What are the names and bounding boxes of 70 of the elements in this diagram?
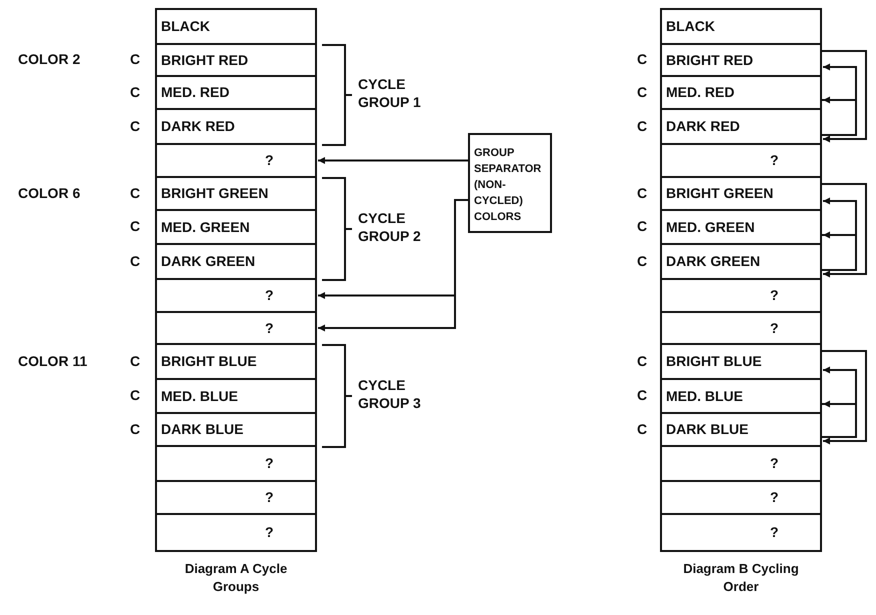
row-marker: C <box>637 252 648 268</box>
palette-row: MED. RED <box>155 75 317 110</box>
row-marker: C <box>130 184 140 200</box>
palette-row: ? <box>155 278 317 313</box>
palette-row: DARK RED <box>660 108 822 145</box>
row-marker: C <box>637 51 648 67</box>
row-marker: C <box>637 184 648 200</box>
palette-row: DARK GREEN <box>660 243 822 280</box>
palette-row: ? <box>660 278 822 313</box>
diagram-caption: Diagram A Cycle Groups <box>184 560 288 596</box>
palette-row: BRIGHT BLUE <box>155 343 317 380</box>
color-number-label: COLOR 6 <box>18 184 80 200</box>
color-number-label: COLOR 11 <box>18 352 88 368</box>
arrow <box>318 157 468 164</box>
palette-row: ? <box>660 143 822 178</box>
arrow <box>822 50 867 142</box>
arrow <box>822 232 857 271</box>
palette-row: ? <box>155 311 317 345</box>
palette-row: DARK GREEN <box>155 243 317 280</box>
arrow <box>822 64 857 101</box>
arrow <box>822 400 857 438</box>
row-marker: C <box>130 420 140 436</box>
palette-row: BLACK <box>155 8 317 45</box>
arrow <box>822 366 857 405</box>
palette-row: ? <box>155 143 317 178</box>
palette-row: ? <box>155 445 317 482</box>
palette-row: ? <box>660 513 822 552</box>
palette-row: ? <box>155 480 317 515</box>
color-number-label: COLOR 2 <box>18 51 80 67</box>
group-label: CYCLE GROUP 3 <box>358 376 422 412</box>
palette-row: BRIGHT RED <box>660 43 822 77</box>
row-marker: C <box>637 420 648 436</box>
diagram-caption: Diagram B Cycling Order <box>682 560 800 596</box>
palette-row: DARK BLUE <box>155 412 317 447</box>
row-marker: C <box>130 352 140 368</box>
arrow <box>822 183 867 278</box>
row-marker: C <box>637 387 648 403</box>
group-label: CYCLE GROUP 2 <box>358 209 422 245</box>
palette-row: BRIGHT RED <box>155 43 317 77</box>
row-marker: C <box>637 218 648 234</box>
palette-row: DARK BLUE <box>660 412 822 447</box>
palette-row: ? <box>660 480 822 515</box>
row-marker: C <box>130 51 140 67</box>
row-marker: C <box>130 84 140 100</box>
palette-row: ? <box>660 445 822 482</box>
arrow <box>822 350 867 444</box>
palette-row: MED. BLUE <box>155 378 317 414</box>
palette-row: BRIGHT GREEN <box>660 176 822 211</box>
palette-row: BRIGHT GREEN <box>155 176 317 211</box>
row-marker: C <box>130 218 140 234</box>
row-marker: C <box>637 118 648 134</box>
row-marker: C <box>130 387 140 403</box>
palette-row: MED. RED <box>660 75 822 110</box>
palette-row: MED. BLUE <box>660 378 822 414</box>
palette-row: BLACK <box>660 8 822 45</box>
palette-row: BRIGHT BLUE <box>660 343 822 380</box>
palette-row: MED. GREEN <box>660 209 822 245</box>
arrow <box>822 198 857 236</box>
row-marker: C <box>637 84 648 100</box>
row-marker: C <box>130 118 140 134</box>
arrow <box>822 96 857 136</box>
palette-row: MED. GREEN <box>155 209 317 245</box>
group-label: CYCLE GROUP 1 <box>358 75 422 111</box>
row-marker: C <box>637 352 648 368</box>
arrow <box>318 199 468 332</box>
palette-row: ? <box>660 311 822 345</box>
separator-box: GROUP SEPARATOR (NON-CYCLED) COLORS <box>468 133 552 233</box>
row-marker: C <box>130 252 140 268</box>
palette-row: ? <box>155 513 317 552</box>
palette-row: DARK RED <box>155 108 317 145</box>
